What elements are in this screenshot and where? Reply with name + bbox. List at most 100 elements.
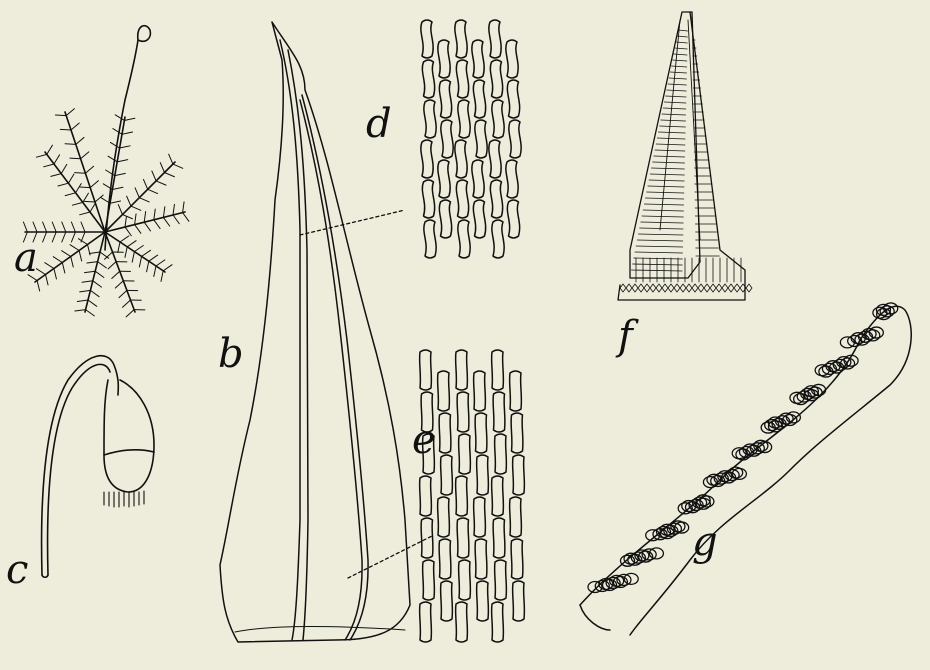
leaflet <box>70 158 81 159</box>
cell <box>510 497 522 537</box>
cell <box>495 560 507 600</box>
base-cell <box>668 284 674 292</box>
cell <box>457 392 469 432</box>
leaflet <box>119 290 127 297</box>
leaflet <box>123 215 133 219</box>
label-f: f <box>618 316 633 356</box>
cell <box>457 518 469 558</box>
hatch-line <box>644 204 683 205</box>
leaflet <box>160 163 164 173</box>
cell <box>489 140 501 178</box>
leaflet <box>163 265 172 271</box>
figure-e-basal-leaf-cells <box>420 350 525 642</box>
cell <box>492 220 504 258</box>
leaflet <box>90 181 98 188</box>
leaflet <box>135 225 141 234</box>
cell <box>421 518 433 558</box>
figure-c-capsule <box>42 356 154 578</box>
leaflet <box>113 129 122 135</box>
cell <box>439 413 451 453</box>
cell <box>475 539 487 579</box>
leaflet <box>65 144 76 145</box>
leaflet <box>79 251 82 261</box>
cell <box>458 220 470 258</box>
base-cell <box>662 284 668 292</box>
leaflet <box>126 310 134 317</box>
hatch-line <box>654 156 685 157</box>
base-cell <box>698 284 704 292</box>
cell <box>477 581 489 621</box>
hatch-line <box>668 84 686 85</box>
hatch-line <box>638 234 683 235</box>
cell <box>420 476 432 516</box>
leaflet <box>75 310 86 311</box>
basal-cells <box>620 258 752 292</box>
capsule-tip <box>138 26 151 42</box>
leaflet <box>125 216 126 227</box>
cell <box>513 455 525 495</box>
leaflet <box>147 261 149 272</box>
cell <box>473 80 485 118</box>
cell <box>438 371 450 411</box>
leaflet <box>108 262 116 269</box>
seta-stem <box>105 40 138 250</box>
base-cell <box>656 284 662 292</box>
cell <box>511 539 523 579</box>
leaflet <box>33 222 37 232</box>
leaflet <box>55 115 66 116</box>
cell <box>458 100 470 138</box>
figure-f-leaf-apex-section <box>618 12 752 300</box>
hatch-line <box>646 198 684 199</box>
leaflet <box>81 152 89 159</box>
cell <box>438 40 450 78</box>
label-e: e <box>412 420 436 460</box>
cell <box>492 350 504 390</box>
leaflet <box>79 187 90 188</box>
base-cell <box>674 284 680 292</box>
cell <box>475 120 487 158</box>
cell <box>489 20 501 58</box>
leaflet <box>93 281 102 287</box>
cell <box>438 160 450 198</box>
hatch-line <box>675 48 687 49</box>
cell <box>510 371 522 411</box>
base-cell <box>746 284 752 292</box>
leaflet <box>54 155 60 164</box>
cell <box>473 200 485 238</box>
base-cell <box>734 284 740 292</box>
base-cell <box>638 284 644 292</box>
leaflet <box>132 252 134 263</box>
leaflet <box>90 203 96 212</box>
leaflet <box>144 222 150 231</box>
leaflet <box>71 123 79 130</box>
leaflet <box>142 250 151 256</box>
leader-line-d <box>300 210 405 235</box>
cell <box>511 413 523 453</box>
leaflet <box>80 212 90 215</box>
leaflet <box>165 173 175 177</box>
leaflet <box>173 164 183 168</box>
leaflet <box>123 300 131 307</box>
cell <box>472 40 484 78</box>
leaflet <box>51 174 61 177</box>
figure-a-moss-plant <box>23 26 189 317</box>
leaflet <box>81 232 85 242</box>
cell <box>474 497 486 537</box>
leaflet <box>62 222 66 232</box>
leaflet <box>62 251 71 257</box>
base-cell <box>716 284 722 292</box>
cell <box>439 539 451 579</box>
leaflet <box>127 196 131 206</box>
leaflet <box>62 232 66 242</box>
leaflet <box>154 209 155 220</box>
leaflet <box>85 166 93 173</box>
leaflet <box>154 220 160 229</box>
hatch-line <box>671 66 686 67</box>
hatch-line <box>670 72 686 73</box>
cell <box>422 60 434 98</box>
leaflet <box>80 290 91 291</box>
leaflet <box>173 204 174 215</box>
leaflet <box>124 118 135 120</box>
